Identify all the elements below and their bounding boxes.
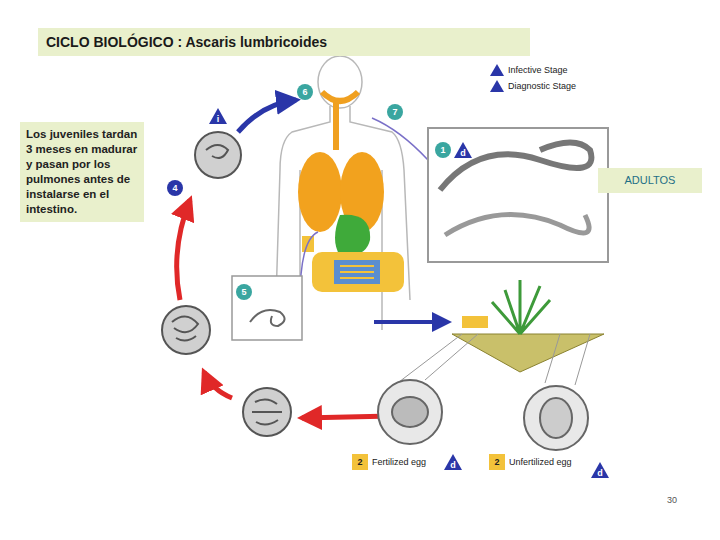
callout-number: 2 xyxy=(357,458,362,467)
note-box: Los juveniles tardan 3 meses en madurar … xyxy=(20,122,144,222)
callout-number: 1 xyxy=(440,146,445,155)
title-text: CICLO BIOLÓGICO : Ascaris lumbricoides xyxy=(46,34,522,50)
node-text: ADULTOS xyxy=(604,173,696,187)
callout-number: 2 xyxy=(494,458,499,467)
callout-number: 6 xyxy=(302,88,307,97)
stage-marker: d xyxy=(597,469,603,478)
egg-label: Fertilized egg xyxy=(372,458,426,467)
egg-zoom xyxy=(378,380,588,450)
node-text: Los juveniles tardan 3 meses en madurar … xyxy=(26,127,138,217)
stage-marker: i xyxy=(217,115,220,124)
legend-text: Diagnostic Stage xyxy=(508,81,576,91)
stage-label-box: ADULTOS xyxy=(598,168,702,193)
legend-row: Diagnostic Stage xyxy=(490,78,576,94)
egg-label: Unfertilized egg xyxy=(509,458,572,467)
page-number: 30 xyxy=(667,496,677,505)
stage-marker: d xyxy=(450,461,456,470)
larva xyxy=(232,276,302,340)
callout-number: 5 xyxy=(241,288,246,297)
legend-text: Infective Stage xyxy=(508,65,568,75)
legend-swatch xyxy=(490,80,504,92)
stage-marker: d xyxy=(460,149,466,158)
soil xyxy=(395,280,604,385)
legend-row: Infective Stage xyxy=(490,62,576,78)
callout-number: 7 xyxy=(392,108,397,117)
legend: Infective StageDiagnostic Stage xyxy=(490,62,576,94)
adult-worms xyxy=(428,128,608,262)
legend-swatch xyxy=(490,64,504,76)
cycle-arrows xyxy=(177,100,448,418)
title-band: CICLO BIOLÓGICO : Ascaris lumbricoides xyxy=(38,28,530,56)
stage-markers xyxy=(167,84,609,478)
callout-number: 4 xyxy=(172,184,177,193)
organs xyxy=(298,92,404,292)
